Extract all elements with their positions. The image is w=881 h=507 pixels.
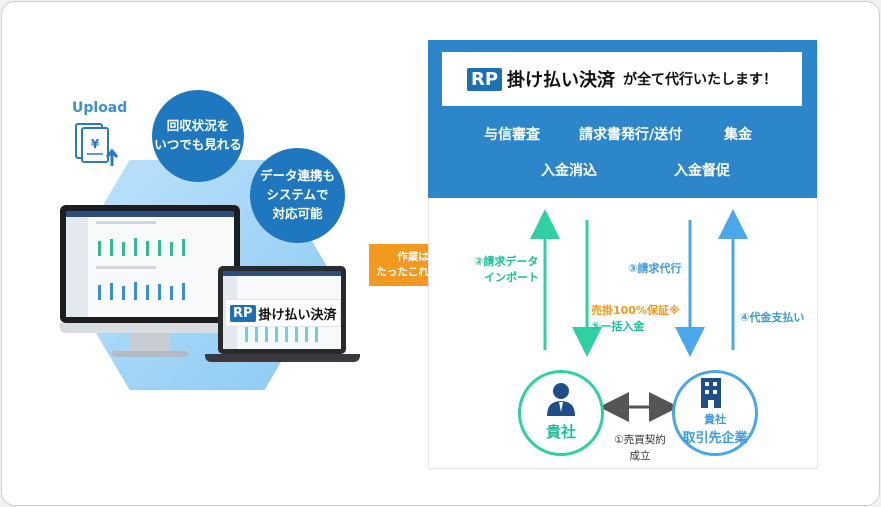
product-name: 掛け払い決済 — [507, 70, 616, 91]
payment-label: ④代金支払い — [740, 311, 805, 324]
upload-document-icon: ¥ — [72, 122, 122, 168]
bubble2-line3: 対応可能 — [272, 205, 323, 221]
import-label: ②請求データインポート — [474, 254, 539, 286]
bubble1-line2: いつでも見れる — [154, 137, 242, 152]
partner-label-top: 貴社 — [704, 413, 726, 426]
contract-line1: ①売買契約 — [614, 434, 666, 446]
service-invoice: 請求書発行/送付 — [579, 127, 683, 143]
title-tail: が全て代行いたします！ — [623, 72, 778, 88]
rp-mark: RP — [230, 304, 256, 322]
contract-line2: 成立 — [629, 449, 651, 462]
guarantee-label-line2: ⑤一括入金 — [591, 320, 645, 333]
bubble-data-integration: データ連携もシステムで対応可能 — [250, 148, 345, 243]
bubble-collection-status: 回収状況をいつでも見れる — [152, 90, 244, 182]
monitor-screen — [66, 211, 234, 317]
partner-label-bottom: 取引先企業 — [682, 431, 748, 446]
import-line2: インポート — [484, 270, 539, 284]
service-title: RP 掛け払い決済 が全て代行いたします！ — [442, 52, 802, 106]
laptop-base — [205, 354, 360, 362]
person-icon — [546, 382, 576, 420]
rp-mark: RP — [466, 67, 503, 91]
bubble1-line1: 回収状況を — [166, 118, 230, 134]
service-collection: 集金 — [724, 127, 752, 143]
guarantee-label-line1: 売掛100%保証※ — [591, 304, 680, 317]
contract-label: ①売買契約成立 — [612, 433, 668, 465]
service-reconciliation: 入金消込 — [541, 163, 597, 179]
tag-line1: 作業は — [397, 250, 429, 263]
monitor-stand — [130, 333, 170, 353]
monitor-chin — [60, 323, 240, 333]
bubble2-line2: システムで — [266, 187, 329, 203]
bubble2-line1: データ連携も — [259, 168, 335, 184]
rp-logo-badge: RP 掛け払い決済 — [226, 300, 340, 326]
building-icon — [699, 378, 723, 412]
service-credit-check: 与信審査 — [484, 127, 540, 143]
billing-label: ③請求代行 — [628, 262, 682, 275]
desktop-monitor — [60, 205, 240, 323]
monitor-base — [112, 351, 188, 357]
import-line1: ②請求データ — [474, 255, 539, 268]
upload-label: Upload — [72, 100, 128, 116]
your-company-label: 貴社 — [545, 423, 576, 441]
service-dunning: 入金督促 — [674, 163, 730, 179]
svg-text:¥: ¥ — [91, 137, 100, 151]
rp-product-name: 掛け払い決済 — [258, 307, 337, 323]
